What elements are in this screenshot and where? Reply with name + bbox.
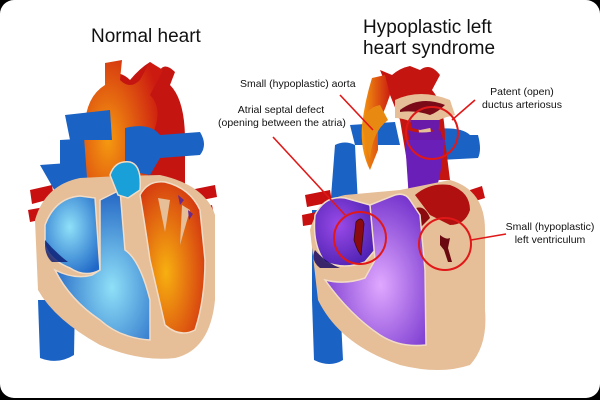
asd-label-line2: (opening between the atria) [218, 117, 346, 129]
aorta-leader-line [339, 94, 374, 131]
asd-leader-line [272, 136, 346, 216]
lv-label-line1: Small (hypoplastic) [505, 221, 595, 233]
aorta-label: Small (hypoplastic) aorta [240, 78, 356, 90]
asd-label-line1: Atrial septal defect [237, 104, 325, 116]
hlhs-title-line2: heart syndrome [363, 38, 496, 59]
pda-label-line1: Patent (open) [490, 86, 554, 98]
hlhs-title-line1: Hypoplastic left [363, 17, 492, 38]
lv-label: Small (hypoplastic) left ventriculum [502, 221, 598, 247]
hlhs-heart [302, 66, 486, 370]
normal-heart [28, 60, 217, 361]
pda-label-line2: ductus arteriosus [482, 99, 562, 111]
pda-leader-line [451, 99, 476, 121]
lv-label-line2: left ventriculum [514, 234, 586, 246]
asd-label: Atrial septal defect (opening between th… [218, 104, 346, 130]
pda-label: Patent (open) ductus arteriosus [474, 86, 570, 112]
normal-heart-title: Normal heart [91, 26, 201, 47]
lv-leader-line [470, 233, 507, 241]
